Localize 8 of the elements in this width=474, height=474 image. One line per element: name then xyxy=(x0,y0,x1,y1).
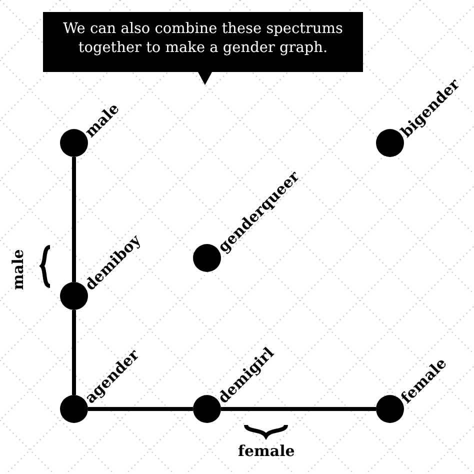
connector-line xyxy=(72,310,76,395)
connector-line xyxy=(88,407,193,411)
bubble-text: We can also combine these spectrums together to make a gender graph. xyxy=(63,21,343,56)
connector-line xyxy=(221,407,376,411)
axis-label: female xyxy=(238,443,295,460)
axis-label: male xyxy=(10,249,27,290)
speech-bubble xyxy=(43,12,363,72)
connector-line xyxy=(72,157,76,282)
